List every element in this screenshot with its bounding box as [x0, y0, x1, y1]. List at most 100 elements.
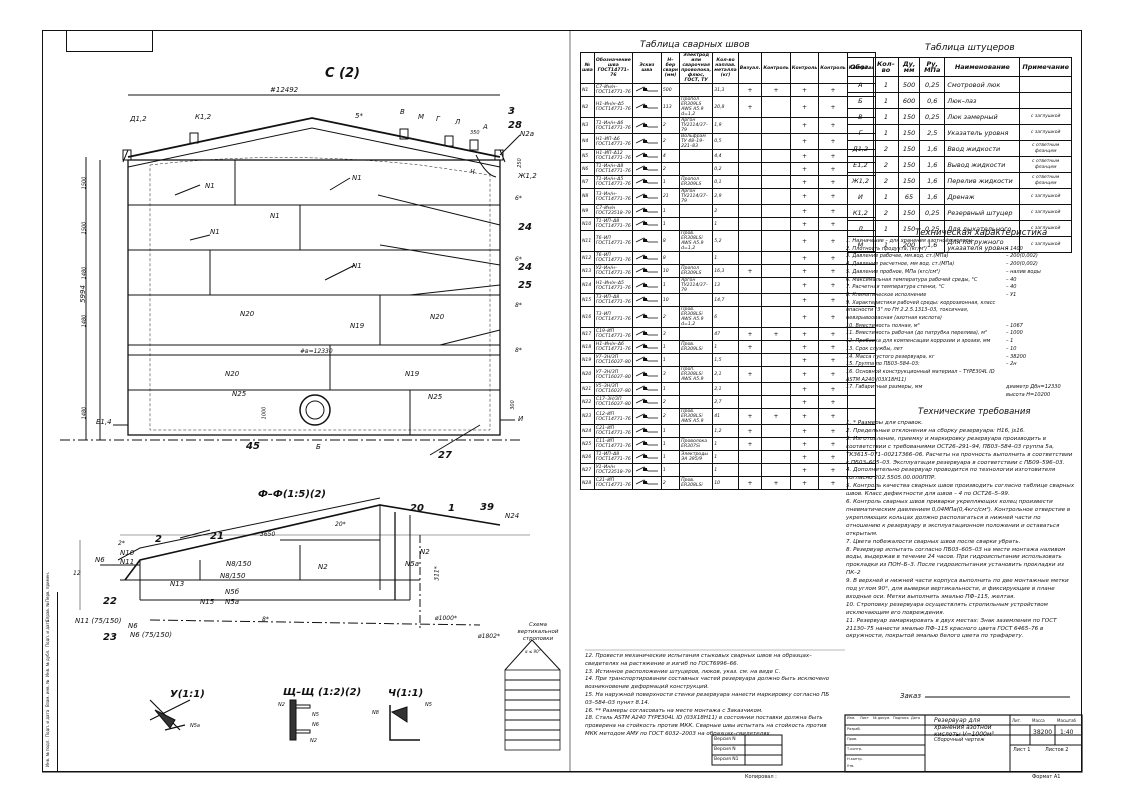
cell-control: + — [737, 340, 763, 354]
weld-table-header: № шва Обозначение шва ГОСТ14771–76 Эскиз… — [580, 52, 877, 84]
cell-control: + — [737, 83, 763, 97]
col-header: Эскиз шва — [631, 52, 662, 84]
cell-kg: 13 — [712, 277, 739, 294]
cell-len: 500 — [660, 83, 681, 97]
cell-note: с заглушкой — [1019, 204, 1072, 221]
cell-control: + — [761, 327, 791, 341]
cell-n: N5 — [580, 149, 595, 163]
callout: 39 — [480, 502, 494, 513]
cell-n: N2 — [580, 96, 595, 118]
callout: 3 — [508, 106, 515, 117]
cell-len: 10 — [660, 264, 681, 278]
weld-ref: N25 — [428, 393, 443, 401]
cell-o: К1,2 — [847, 204, 874, 221]
version-label: Версия N — [714, 737, 736, 742]
cell-control: + — [737, 424, 763, 438]
cell-len: 2 — [660, 133, 681, 150]
col-header: Кол–во — [872, 57, 900, 77]
dim-note: 1480 — [81, 314, 88, 328]
cell-code: Т3–ИП ГОСТ14771–76 — [593, 306, 633, 328]
cell-control: + — [789, 408, 820, 425]
weld-ref: N5а — [405, 560, 419, 568]
cell-control: + — [818, 327, 848, 341]
stamp-sheets: Листов 2 — [1045, 747, 1069, 753]
cell-control: + — [818, 175, 848, 189]
cell-code: Т1–Ин/н–Δ8 ГОСТ14771–76 — [593, 162, 633, 176]
cell-control — [737, 230, 763, 252]
stamp-row: Разраб. — [847, 727, 861, 731]
col-header: Ду, мм — [897, 57, 921, 77]
spec-value: – 200(0,002) — [1006, 261, 1038, 268]
detail-label: N8 — [372, 710, 379, 716]
dim-total: #12492 — [270, 86, 299, 94]
cell-control: + — [789, 117, 820, 134]
cell-ru: 1,6 — [919, 156, 946, 173]
cell-control — [846, 476, 877, 490]
weld-sketch-icon — [635, 466, 658, 472]
spec-key: 9. Характеристики рабочей среды: коррози… — [846, 299, 996, 322]
dim-note: 250 — [516, 158, 523, 168]
cell-o: Д1,2 — [847, 140, 874, 157]
cell-control — [761, 230, 791, 252]
weld-sketch-icon — [635, 193, 658, 198]
cell-control: + — [789, 476, 820, 490]
cell-name: Смотровой люк — [944, 76, 1021, 93]
cell-control — [761, 382, 791, 396]
spec-value — [1006, 238, 1076, 246]
cell-kg: 1,5 — [712, 353, 739, 367]
cell-name: Ввод жидкости — [944, 140, 1021, 157]
callout: 25 — [518, 280, 532, 291]
dim-note: 6* — [515, 256, 522, 263]
stamp-scale: 1:40 — [1060, 729, 1074, 736]
side-label: Взам. инв. № — [45, 679, 50, 707]
cell-sketch — [631, 476, 662, 490]
cell-control — [737, 382, 763, 396]
weld-ref: N1 — [210, 228, 220, 236]
cell-kg: 6 — [712, 306, 739, 328]
cell-ru: 1,6 — [919, 172, 946, 189]
cell-control — [761, 117, 791, 134]
weld-sketch-icon — [635, 296, 658, 302]
note-item: 12. Провести механические испытания стык… — [585, 653, 812, 667]
cell-len: 8 — [660, 251, 681, 265]
cell-sketch — [631, 340, 662, 354]
cell-control: + — [818, 83, 848, 97]
cell-kg: 5,2 — [712, 230, 739, 252]
copied-label: Копировал : — [745, 774, 777, 780]
cell-control: + — [737, 366, 763, 383]
cell-name: Вывод жидкости — [944, 156, 1021, 173]
cell-sketch — [631, 264, 662, 278]
weld-ref: N6 — [95, 556, 105, 564]
side-label: Инв. № дубл. — [45, 649, 50, 677]
weld-ref: N19 — [405, 370, 420, 378]
spec-item: 13. Срок службы, лет– 10 — [846, 346, 1076, 354]
cell-control: + — [737, 408, 763, 425]
cell-control: + — [818, 217, 848, 231]
weld-sketch-icon — [635, 427, 658, 433]
dim-note: 1480 — [81, 406, 88, 420]
cell-control: + — [818, 251, 848, 265]
cell-control — [737, 463, 763, 477]
weld-ref: N20 — [240, 310, 255, 318]
cell-kg: 2,1 — [712, 382, 739, 396]
cell-sketch — [631, 450, 662, 464]
spec-key: 14. Масса пустого резервуара, кг — [846, 353, 935, 360]
cell-code: С21–ИП ГОСТ14771–76 — [593, 424, 633, 438]
nozzle-label: Л — [455, 118, 461, 126]
cell-control — [761, 204, 791, 218]
cell-n: N11 — [580, 230, 595, 252]
cell-control: + — [818, 117, 848, 134]
cell-code: С7–Ин/н– ГОСТ14771–76 — [593, 83, 633, 97]
cell-du: 600 — [897, 92, 921, 109]
cell-n: N22 — [580, 395, 595, 409]
cell-control: + — [789, 149, 820, 163]
cell-ru: 0,25 — [919, 108, 946, 125]
cell-control: + — [818, 366, 848, 383]
cell-sketch — [631, 251, 662, 265]
